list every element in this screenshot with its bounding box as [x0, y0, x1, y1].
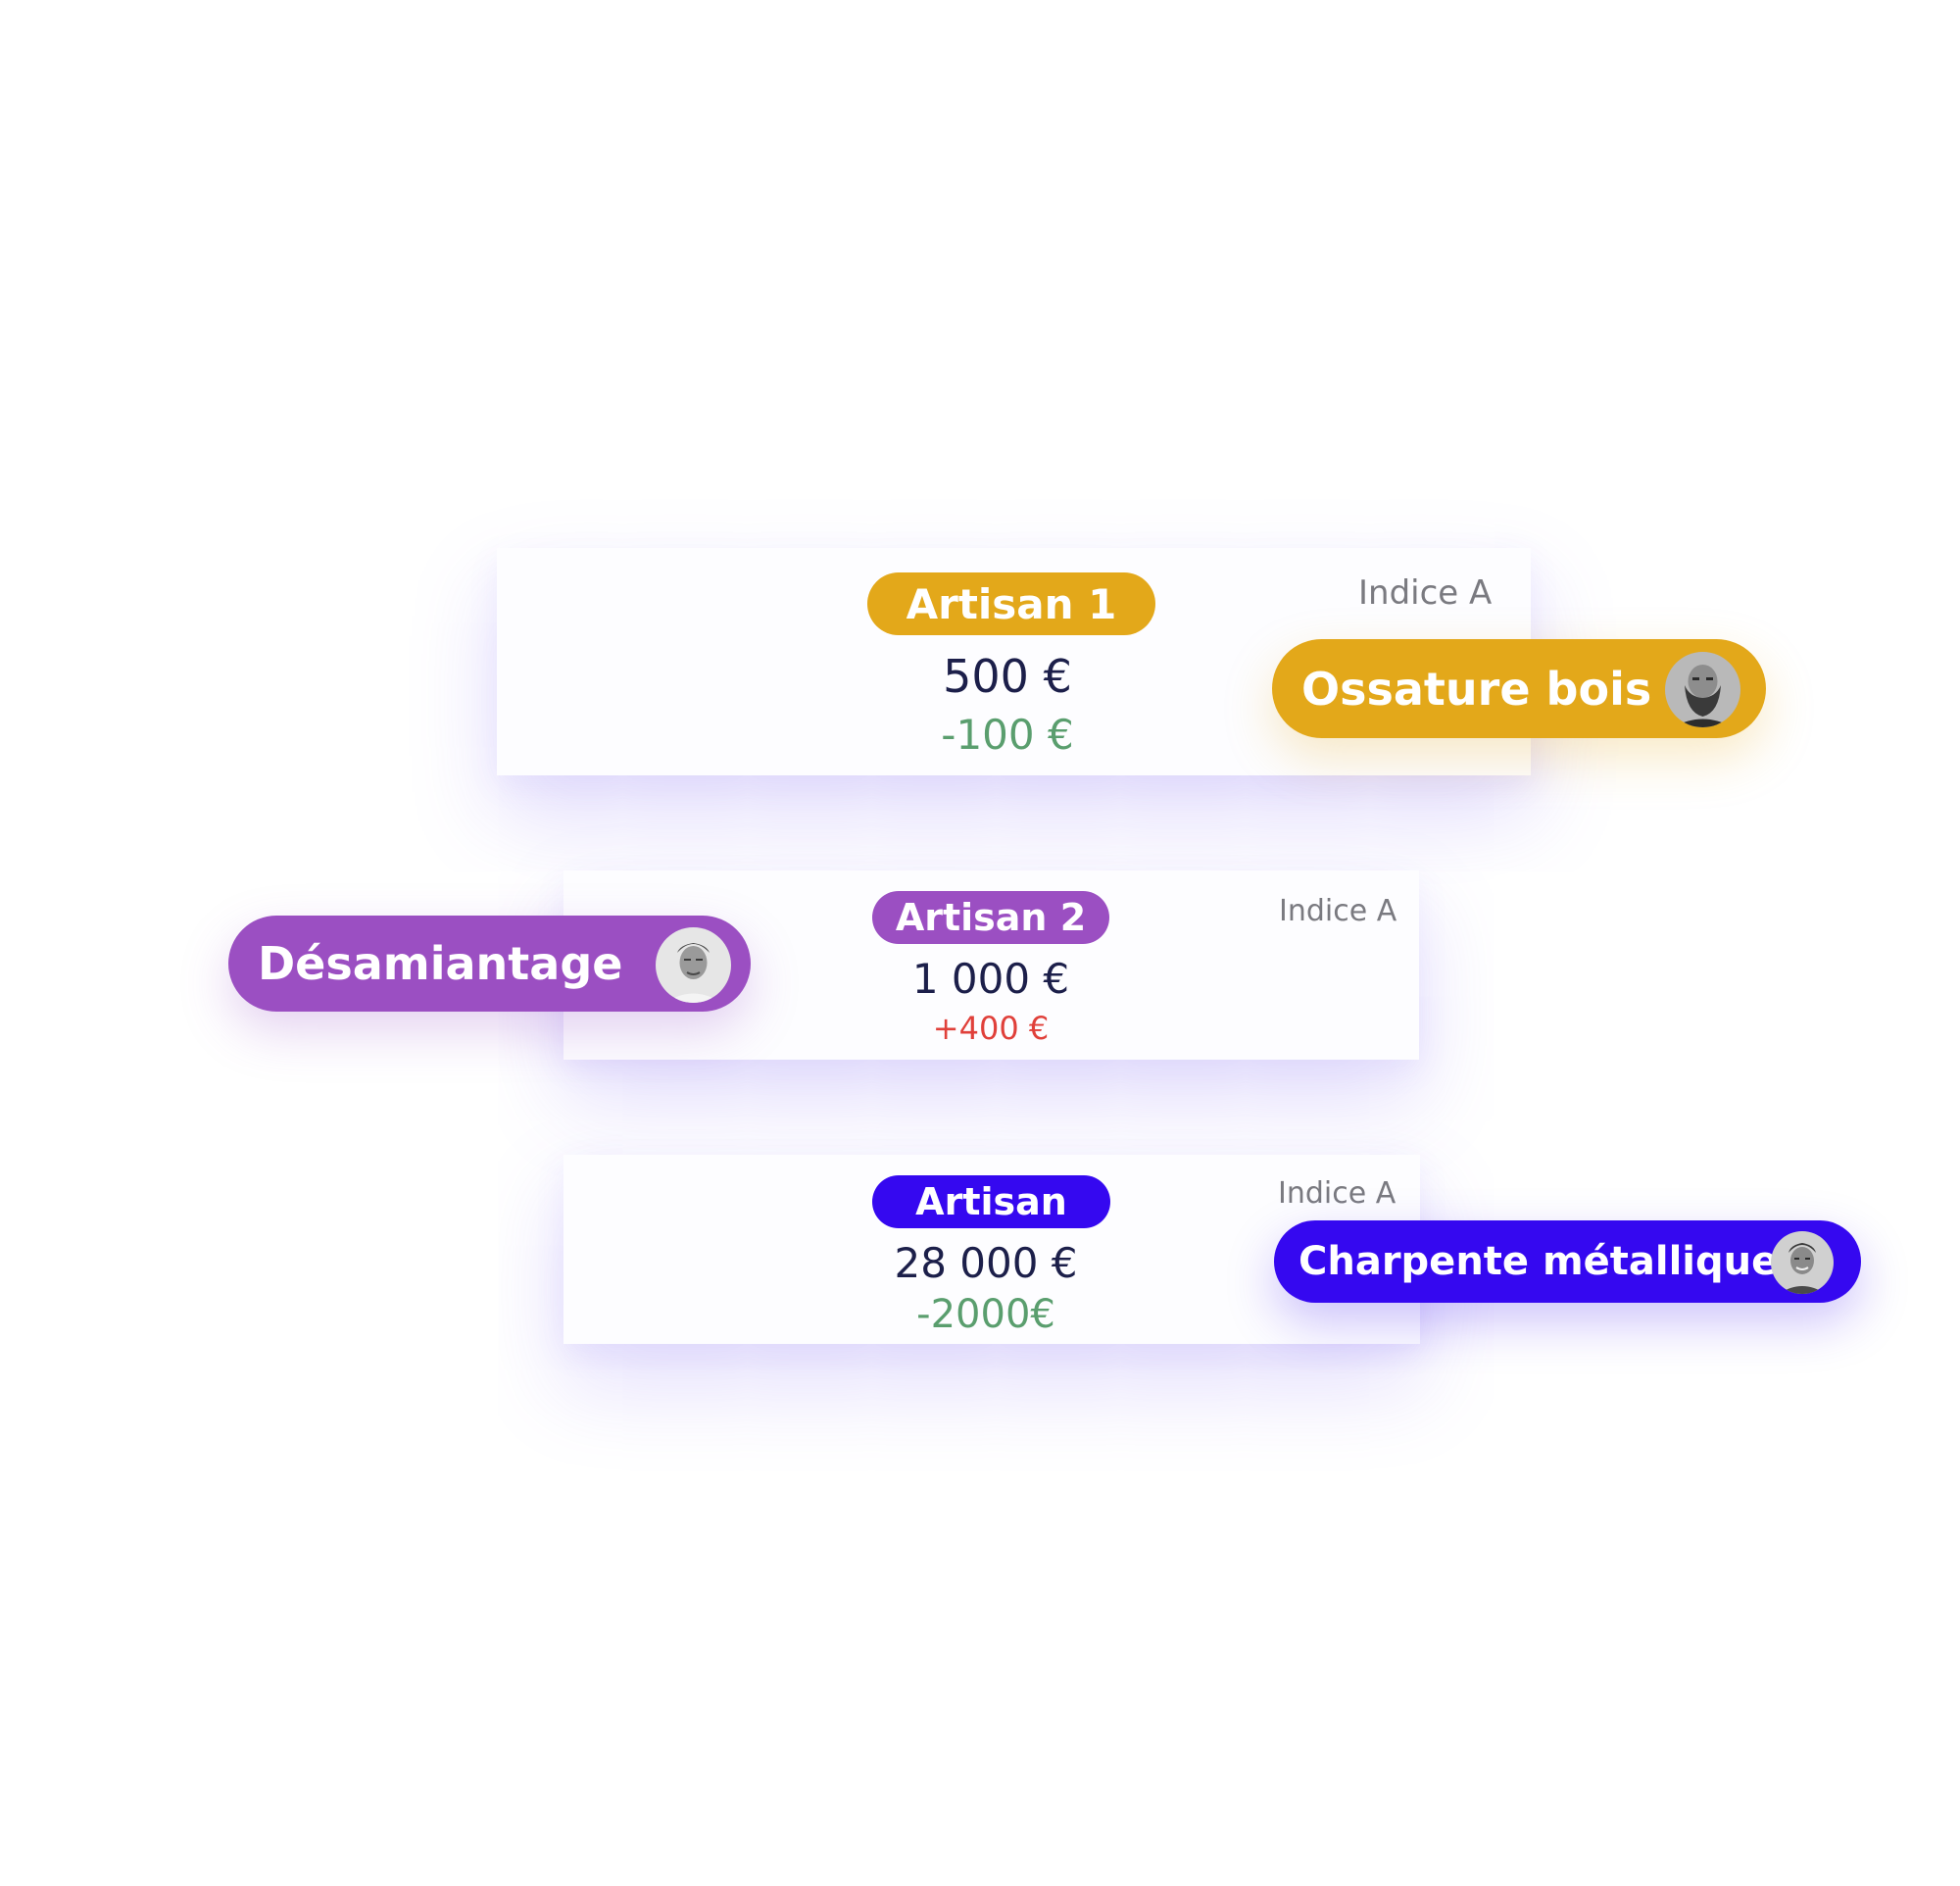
quote-delta: -100 €: [941, 711, 1074, 759]
artisan-badge: Artisan: [872, 1175, 1110, 1228]
artisan-badge: Artisan 2: [872, 891, 1109, 944]
trade-tag-ossature-bois[interactable]: Ossature bois: [1272, 639, 1766, 738]
quote-amount: 500 €: [943, 650, 1072, 703]
quote-delta: +400 €: [932, 1010, 1050, 1047]
young-man-avatar: [1771, 1231, 1834, 1294]
older-man-avatar: [656, 927, 731, 1003]
trade-tag-label: Charpente métallique: [1298, 1239, 1779, 1284]
indice-label: Indice A: [1279, 894, 1397, 928]
quote-card-artisan-2[interactable]: Artisan 2 1 000 € +400 € Indice A: [564, 870, 1419, 1060]
trade-tag-label: Désamiantage: [258, 937, 623, 990]
quote-delta: -2000€: [916, 1292, 1055, 1337]
indice-label: Indice A: [1358, 573, 1493, 613]
quote-amount: 28 000 €: [894, 1239, 1078, 1287]
artisan-badge: Artisan 1: [867, 572, 1155, 635]
trade-tag-label: Ossature bois: [1301, 662, 1652, 716]
quote-card-artisan-3[interactable]: Artisan 28 000 € -2000€ Indice A: [564, 1155, 1420, 1344]
quote-amount: 1 000 €: [911, 955, 1070, 1003]
bearded-man-avatar: [1665, 652, 1740, 727]
indice-label: Indice A: [1278, 1176, 1396, 1211]
trade-tag-charpente-metallique[interactable]: Charpente métallique: [1274, 1220, 1861, 1303]
trade-tag-desamiantage[interactable]: Désamiantage: [228, 916, 751, 1012]
